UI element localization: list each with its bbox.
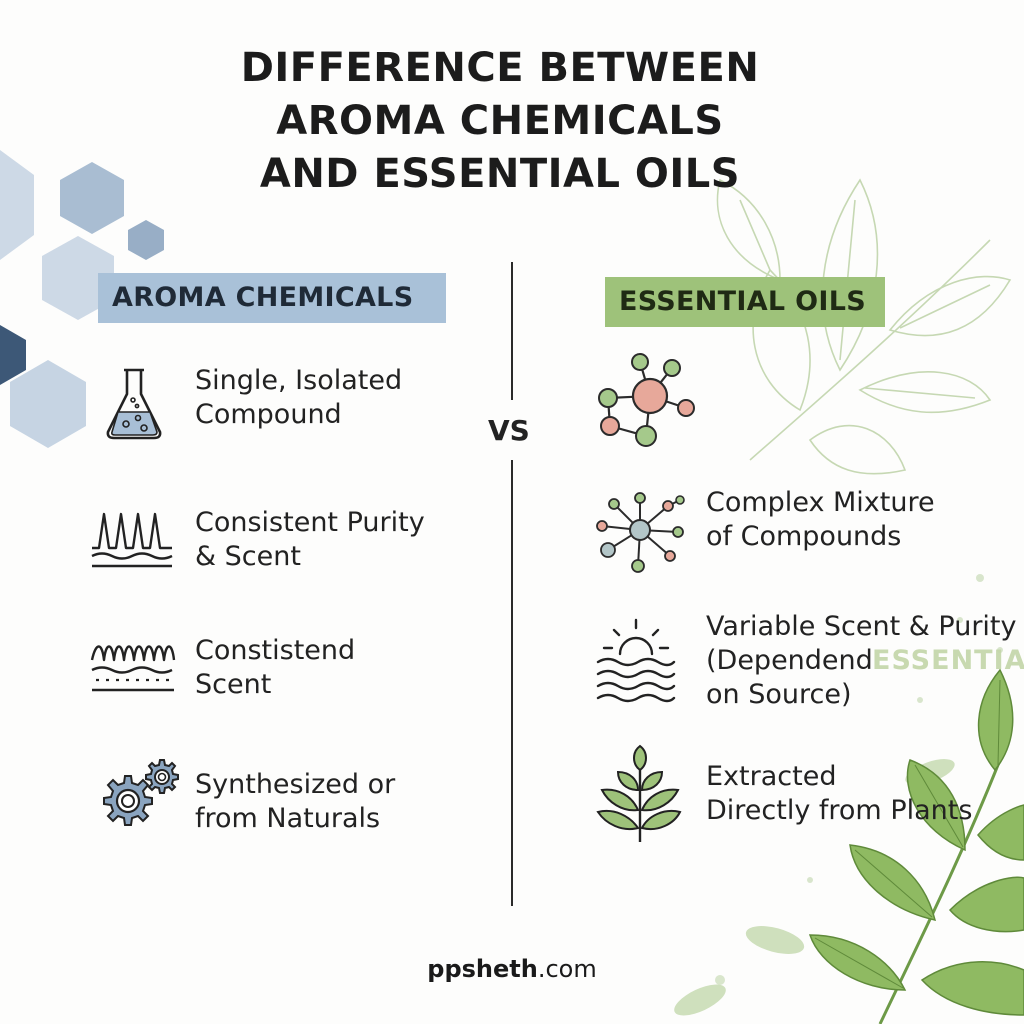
item-line: Constistend: [195, 635, 356, 666]
gears-icon: [103, 759, 179, 826]
divider-bottom: [511, 460, 513, 906]
item-line: from Naturals: [195, 803, 381, 834]
item-line: Directly from Plants: [706, 795, 973, 826]
waves-icon: [90, 645, 176, 692]
item-line: & Scent: [195, 541, 301, 572]
page-title: DIFFERENCE BETWEEN AROMA CHEMICALS AND E…: [0, 42, 1000, 201]
item-line: Compound: [195, 399, 342, 430]
plant-sprout-icon: [596, 744, 682, 843]
essential-watermark: ESSENTIAL: [872, 645, 1024, 676]
title-line-3: AND ESSENTIAL OILS: [259, 151, 741, 197]
item-line: (Dependend: [706, 645, 873, 676]
peaks-icon: [91, 512, 173, 568]
list-item: Extracted Directly from Plants: [706, 760, 972, 828]
hexagon-decoration: [0, 150, 164, 448]
item-line: Synthesized or: [195, 769, 396, 800]
molecule-network-icon: [596, 492, 685, 573]
flask-icon: [106, 368, 162, 440]
list-item: Complex Mixture of Compounds: [706, 486, 935, 554]
title-line-1: DIFFERENCE BETWEEN: [240, 45, 760, 91]
item-line: Complex Mixture: [706, 487, 935, 518]
item-line: Variable Scent & Purity: [706, 611, 1017, 642]
list-item: Consistent Purity & Scent: [195, 506, 425, 574]
item-line: Extracted: [706, 761, 837, 792]
site-name: ppsheth: [427, 955, 538, 983]
item-line: Single, Isolated: [195, 365, 403, 396]
sunrise-waves-icon: [596, 618, 676, 703]
item-line: Scent: [195, 669, 272, 700]
leaf-decoration: [674, 574, 1024, 1024]
site-domain: .com: [537, 955, 597, 983]
list-item: Variable Scent & Purity (Dependend on So…: [706, 610, 1017, 712]
item-line: of Compounds: [706, 521, 902, 552]
list-item: Single, Isolated Compound: [195, 364, 402, 432]
divider-top: [511, 262, 513, 400]
essential-oils-heading: ESSENTIAL OILS: [605, 277, 885, 327]
aroma-chemicals-heading: AROMA CHEMICALS: [98, 273, 446, 323]
list-item: Synthesized or from Naturals: [195, 768, 395, 836]
molecule-icon: [598, 353, 695, 447]
item-line: on Source): [706, 679, 852, 710]
title-line-2: AROMA CHEMICALS: [276, 98, 724, 144]
item-line: Consistent Purity: [195, 507, 425, 538]
vs-label: VS: [488, 414, 530, 447]
list-item: Constistend Scent: [195, 634, 355, 702]
site-url: ppsheth.com: [0, 955, 1024, 983]
